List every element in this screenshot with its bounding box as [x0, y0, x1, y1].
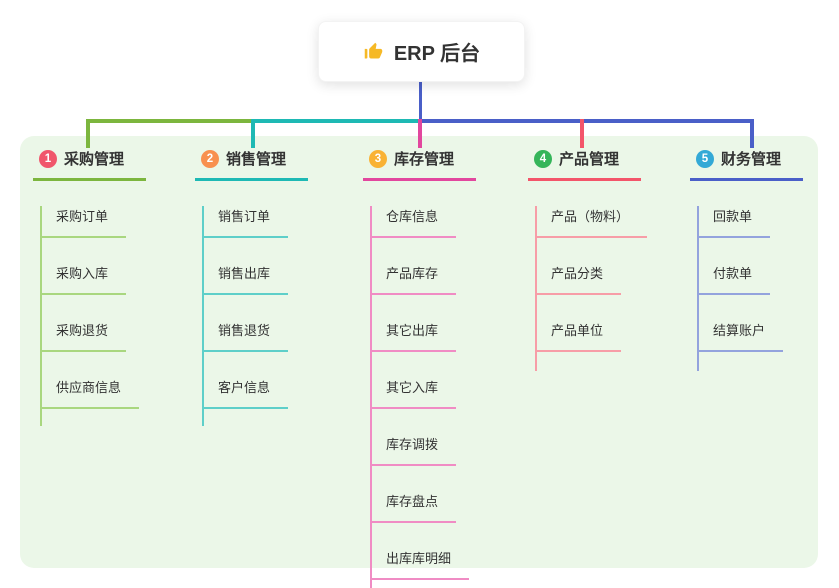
connector-line [251, 119, 255, 148]
branch-node[interactable]: 5 财务管理 [690, 148, 803, 181]
branch-node[interactable]: 4 产品管理 [528, 148, 641, 181]
branch-children: 回款单付款单结算账户 [697, 206, 803, 371]
branch-spine-line [40, 206, 42, 426]
connector-line [750, 119, 754, 148]
branch-spine-line [697, 206, 699, 371]
root-node[interactable]: ERP 后台 [318, 21, 525, 82]
child-node[interactable]: 采购入库 [40, 263, 127, 295]
child-node[interactable]: 销售退货 [202, 320, 289, 352]
connector-line [419, 80, 422, 123]
child-node[interactable]: 采购退货 [40, 320, 127, 352]
branch-badge: 1 [39, 149, 57, 168]
child-node[interactable]: 结算账户 [697, 320, 784, 352]
child-node[interactable]: 库存调拨 [370, 434, 457, 466]
connector-line [419, 119, 754, 123]
branch-1: 1 采购管理 采购订单采购入库采购退货供应商信息 [33, 148, 146, 426]
branch-5: 5 财务管理 回款单付款单结算账户 [690, 148, 803, 371]
branch-4: 4 产品管理 产品（物料） 产品分类产品单位 [528, 148, 648, 371]
branch-3: 3 库存管理 仓库信息产品库存其它出库其它入库库存调拨库存盘点出库库明细 [363, 148, 476, 588]
child-node[interactable]: 产品单位 [535, 320, 622, 352]
branch-node[interactable]: 1 采购管理 [33, 148, 146, 181]
child-node[interactable]: 回款单 [697, 206, 771, 238]
connector-line [251, 119, 422, 123]
branch-spine-line [370, 206, 372, 588]
child-node[interactable]: 客户信息 [202, 377, 289, 409]
branch-label: 销售管理 [226, 151, 287, 168]
child-node[interactable]: 仓库信息 [370, 206, 457, 238]
branch-label: 产品管理 [559, 151, 620, 168]
branch-label: 库存管理 [394, 151, 455, 168]
branch-badge: 2 [201, 149, 219, 168]
child-node[interactable]: 库存盘点 [370, 491, 457, 523]
branch-badge: 3 [369, 149, 387, 168]
branch-children: 销售订单销售出库销售退货客户信息 [202, 206, 308, 426]
root-title: ERP 后台 [393, 43, 481, 65]
connector-line [418, 119, 422, 148]
branch-badge: 4 [534, 149, 552, 168]
branch-node[interactable]: 3 库存管理 [363, 148, 476, 181]
branch-label: 财务管理 [721, 151, 782, 168]
child-node[interactable]: 其它入库 [370, 377, 457, 409]
child-node[interactable]: 出库库明细 [370, 548, 470, 580]
child-node[interactable]: 销售出库 [202, 263, 289, 295]
connector-line [86, 119, 90, 148]
child-node[interactable]: 产品（物料） [535, 206, 648, 238]
branch-spine-line [202, 206, 204, 426]
branch-label: 采购管理 [64, 151, 125, 168]
child-node[interactable]: 采购订单 [40, 206, 127, 238]
branch-badge: 5 [696, 149, 714, 168]
connector-line [580, 119, 584, 148]
child-node[interactable]: 其它出库 [370, 320, 457, 352]
connector-line [86, 119, 252, 123]
branches-panel [20, 136, 818, 568]
branch-children: 仓库信息产品库存其它出库其它入库库存调拨库存盘点出库库明细 [370, 206, 476, 588]
child-node[interactable]: 产品库存 [370, 263, 457, 295]
branch-2: 2 销售管理 销售订单销售出库销售退货客户信息 [195, 148, 308, 426]
thumbs-up-icon [363, 41, 384, 62]
child-node[interactable]: 产品分类 [535, 263, 622, 295]
branch-spine-line [535, 206, 537, 371]
branch-children: 采购订单采购入库采购退货供应商信息 [40, 206, 146, 426]
child-node[interactable]: 销售订单 [202, 206, 289, 238]
child-node[interactable]: 付款单 [697, 263, 771, 295]
branch-children: 产品（物料） 产品分类产品单位 [535, 206, 648, 371]
child-node[interactable]: 供应商信息 [40, 377, 140, 409]
branch-node[interactable]: 2 销售管理 [195, 148, 308, 181]
